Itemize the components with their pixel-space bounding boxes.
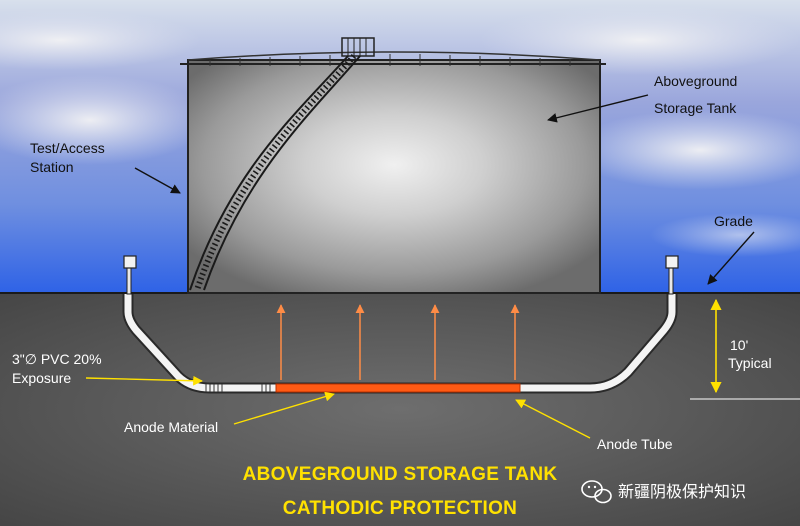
test-access-station-left	[123, 255, 137, 295]
station-label-line2: Station	[30, 159, 74, 175]
sky-clouds	[0, 5, 800, 257]
watermark-text: 新疆阴极保护知识	[618, 482, 746, 501]
anode-tube-leader-line	[515, 399, 591, 439]
pvc-perforations	[205, 384, 271, 392]
protective-current-arrows	[276, 304, 520, 380]
watermark: 新疆阴极保护知识	[581, 480, 746, 504]
anode-material	[275, 383, 521, 393]
grade-label: Grade	[714, 213, 753, 229]
diagram-title-line2: CATHODIC PROTECTION	[283, 498, 517, 519]
station-label-line1: Test/Access	[30, 140, 105, 156]
spiral-stairway	[189, 54, 361, 291]
grade-leader-line	[707, 231, 755, 285]
tank-label-line2: Storage Tank	[654, 100, 737, 116]
tank-label-line1: Aboveground	[654, 73, 737, 89]
depth-label-line1: 10'	[730, 337, 748, 353]
wechat-icon	[581, 480, 612, 504]
depth-label-line2: Typical	[728, 355, 772, 371]
anode-tube-label: Anode Tube	[597, 436, 673, 452]
pvc-label-line1: 3"∅ PVC 20%	[12, 351, 102, 367]
diagram-title-line1: ABOVEGROUND STORAGE TANK	[243, 464, 558, 485]
tank-leader-line	[547, 94, 649, 123]
stair-platform	[341, 37, 375, 57]
pvc-label-line2: Exposure	[12, 370, 71, 386]
storage-tank	[180, 37, 606, 294]
anode-tube	[122, 294, 678, 394]
pvc-leader-line	[85, 375, 203, 386]
anode-material-leader-line	[233, 391, 335, 425]
anode-material-label: Anode Material	[124, 419, 218, 435]
test-access-station-right	[665, 255, 679, 295]
depth-dimension	[690, 298, 800, 400]
station-leader-line	[134, 167, 181, 194]
